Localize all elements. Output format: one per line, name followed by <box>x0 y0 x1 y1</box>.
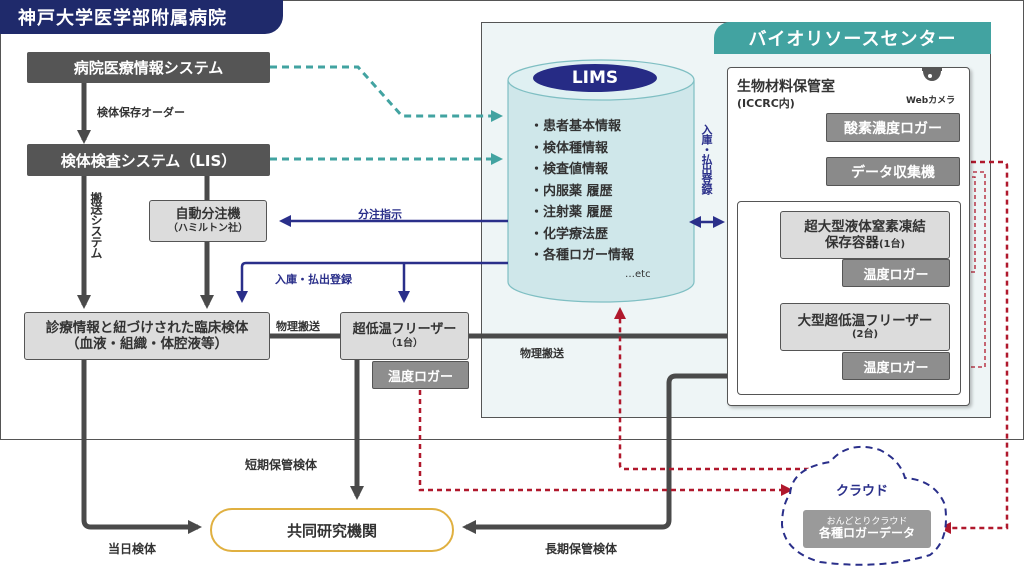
large-freezer-line1: 大型超低温フリーザー <box>797 312 933 329</box>
large-freezer-box: 大型超低温フリーザー (2台) <box>780 303 950 351</box>
his-box: 病院医療情報システム <box>27 52 270 83</box>
same-day-label: 当日検体 <box>108 542 157 556</box>
lims-item: 各種ロガー情報 <box>530 245 670 267</box>
dispenser-maker: （ハミルトン社） <box>168 222 248 234</box>
transport-system-label: 搬送システム <box>89 192 103 258</box>
ln2-temp-logger: 温度ロガー <box>842 259 950 287</box>
dispenser-name: 自動分注機 <box>175 207 241 223</box>
dispenser-box: 自動分注機 （ハミルトン社） <box>149 200 267 242</box>
lims-item: 検査値情報 <box>530 159 670 181</box>
lims-title: LIMS <box>533 64 657 92</box>
cloud-data-box: おんどとりクラウド 各種ロガーデータ <box>803 510 931 548</box>
clinical-specimen-line2: （血液・組織・体腔液等） <box>66 336 228 352</box>
ln2-container-line1: 超大型液体窒素凍結 <box>804 218 926 235</box>
register-label-horizontal: 入庫・払出登録 <box>275 273 352 286</box>
ln2-container-box: 超大型液体窒素凍結 保存容器(1台) <box>780 211 950 259</box>
long-term-label: 長期保管検体 <box>545 542 618 556</box>
lis-box: 検体検査システム（LIS） <box>27 144 270 176</box>
data-collector: データ収集機 <box>826 157 960 186</box>
dispense-instruction-label: 分注指示 <box>358 208 402 221</box>
register-label-vertical: 入庫・払出登録 <box>700 124 713 194</box>
large-freezer-temp-logger: 温度ロガー <box>842 352 950 380</box>
clinical-specimen-line1: 診療情報と紐づけされた臨床検体 <box>45 319 249 336</box>
lims-item: 患者基本情報 <box>530 116 670 138</box>
physical-transport-label-1: 物理搬送 <box>276 320 320 333</box>
lims-item: 検体種情報 <box>530 138 670 160</box>
clinical-specimen-box: 診療情報と紐づけされた臨床検体 （血液・組織・体腔液等） <box>24 312 270 360</box>
cloud-logger-data: 各種ロガーデータ <box>818 526 915 541</box>
freezer-name: 超低温フリーザー <box>352 322 457 338</box>
order-label: 検体保存オーダー <box>97 106 185 119</box>
biobank-title: バイオリソースセンター <box>714 22 991 54</box>
freezer-count: （1台） <box>386 337 423 349</box>
short-term-label: 短期保管検体 <box>245 458 318 472</box>
storage-room-subtitle: (ICCRC内) <box>737 97 795 110</box>
lims-item: 内服薬 履歴 <box>530 181 670 203</box>
cloud-service-name: おんどとりクラウド <box>826 516 908 527</box>
freezer-box: 超低温フリーザー （1台） <box>340 312 469 360</box>
lims-item-list: 患者基本情報 検体種情報 検査値情報 内服薬 履歴 注射薬 履歴 化学療法歴 各… <box>530 116 670 267</box>
oxygen-logger: 酸素濃度ロガー <box>826 113 960 142</box>
lims-item: 注射薬 履歴 <box>530 202 670 224</box>
cloud-title: クラウド <box>836 484 889 499</box>
ln2-container-line2: 保存容器 <box>824 235 879 251</box>
freezer-temp-logger: 温度ロガー <box>372 361 469 389</box>
large-freezer-count: (2台) <box>851 329 879 341</box>
lims-item: 化学療法歴 <box>530 224 670 246</box>
webcam-icon <box>920 67 944 89</box>
lims-etc: …etc <box>625 269 651 280</box>
hospital-title: 神戸大学医学部附属病院 <box>0 0 283 34</box>
ln2-container-count: (1台) <box>878 239 906 250</box>
webcam-label: Webカメラ <box>906 96 956 106</box>
partner-institution: 共同研究機関 <box>210 508 454 552</box>
physical-transport-label-2: 物理搬送 <box>520 347 564 360</box>
storage-room-title: 生物材料保管室 <box>737 79 835 95</box>
